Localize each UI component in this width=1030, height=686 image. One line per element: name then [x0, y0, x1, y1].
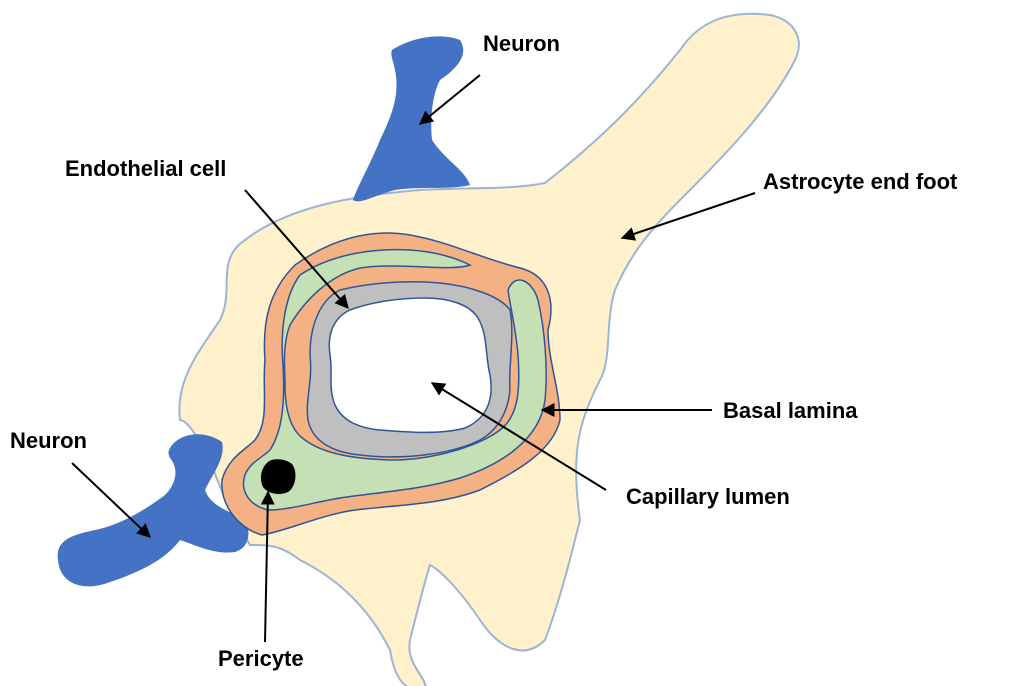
label-neuron-left: Neuron: [10, 428, 87, 453]
capillary-lumen-shape: [329, 298, 491, 432]
label-pericyte: Pericyte: [218, 646, 304, 671]
label-endothelial-cell: Endothelial cell: [65, 156, 226, 181]
label-capillary-lumen: Capillary lumen: [626, 484, 790, 509]
neuron-left-shape: [58, 434, 249, 586]
neuron-top-shape: [353, 36, 470, 201]
pericyte-nucleus-shape: [261, 459, 296, 494]
label-basal-lamina: Basal lamina: [723, 398, 858, 423]
label-neuron-top: Neuron: [483, 31, 560, 56]
label-astrocyte-end-foot: Astrocyte end foot: [763, 169, 958, 194]
